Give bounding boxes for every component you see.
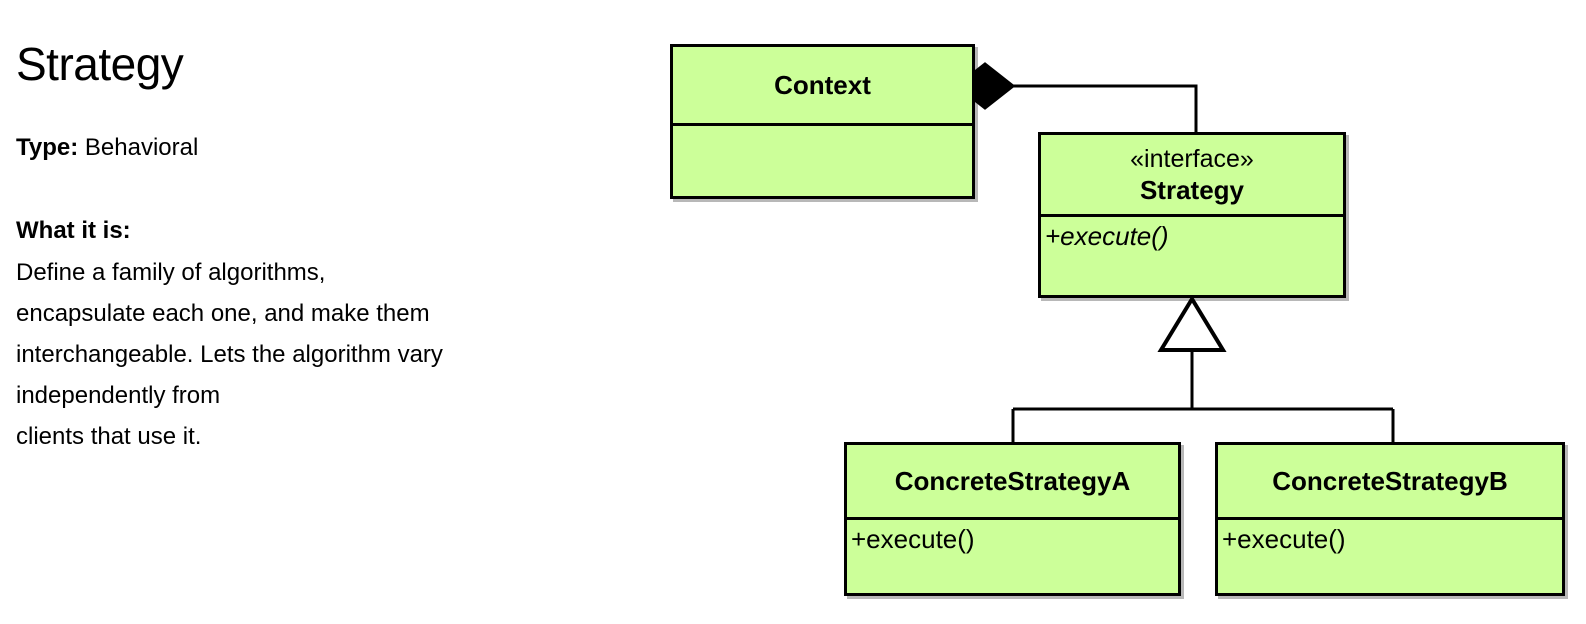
page-title: Strategy — [16, 38, 184, 90]
uml-class-concrete-strategy-b-header: ConcreteStrategyB — [1218, 445, 1562, 517]
uml-class-context-name: Context — [774, 70, 871, 100]
uml-class-concrete-strategy-b-name: ConcreteStrategyB — [1272, 466, 1508, 496]
uml-class-strategy-stereotype: «interface» — [1130, 144, 1254, 173]
uml-class-concrete-strategy-a[interactable]: ConcreteStrategyA +execute() — [844, 442, 1181, 596]
generalization-connector-tree — [1011, 295, 1395, 443]
pattern-type-label: Type: — [16, 134, 79, 161]
uml-member-concrete-strategy-a-execute: +execute() — [851, 524, 975, 554]
uml-class-strategy[interactable]: «interface» Strategy +execute() — [1038, 132, 1346, 298]
uml-class-concrete-strategy-a-header: ConcreteStrategyA — [847, 445, 1178, 517]
uml-class-concrete-strategy-b[interactable]: ConcreteStrategyB +execute() — [1215, 442, 1565, 596]
uml-member-concrete-strategy-b-execute: +execute() — [1222, 524, 1346, 554]
uml-class-strategy-members: +execute() — [1041, 214, 1343, 295]
uml-class-context-members — [673, 123, 972, 196]
pattern-type-value: Behavioral — [84, 134, 199, 161]
uml-class-concrete-strategy-a-members: +execute() — [847, 517, 1178, 593]
pattern-info-panel: Strategy Type: Behavioral What it is: De… — [0, 0, 650, 624]
composition-connector-context-strategy — [954, 62, 1198, 133]
hollow-triangle-marker — [1157, 295, 1227, 352]
what-it-is-heading: What it is: — [16, 217, 131, 244]
uml-member-strategy-execute: +execute() — [1045, 221, 1169, 251]
uml-class-context-header: Context — [673, 47, 972, 123]
uml-class-concrete-strategy-b-members: +execute() — [1218, 517, 1562, 593]
uml-class-context[interactable]: Context — [670, 44, 975, 199]
what-it-is-description: Define a family of algorithms, encapsula… — [16, 259, 443, 450]
uml-class-concrete-strategy-a-name: ConcreteStrategyA — [894, 466, 1131, 496]
uml-class-strategy-name: Strategy — [1139, 174, 1245, 205]
uml-class-strategy-header: «interface» Strategy — [1041, 135, 1343, 214]
pattern-type-line: Type: Behavioral — [16, 133, 198, 163]
